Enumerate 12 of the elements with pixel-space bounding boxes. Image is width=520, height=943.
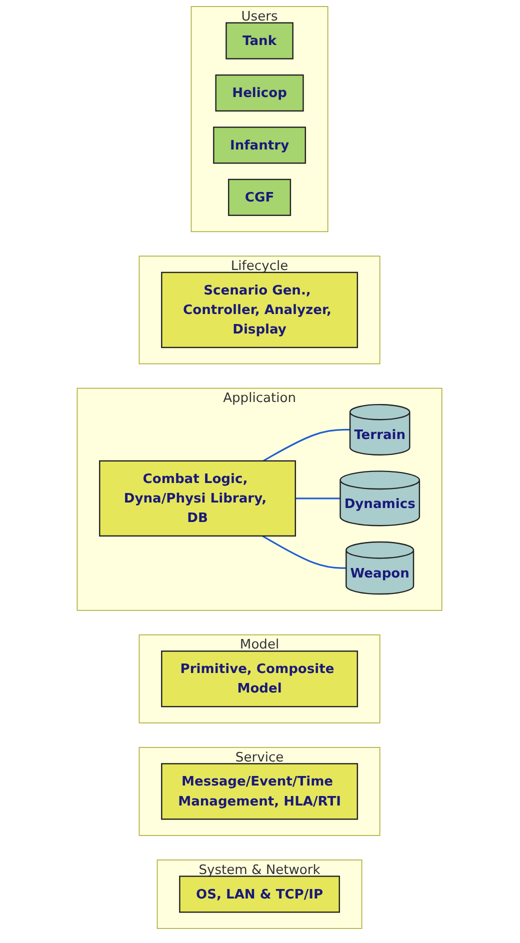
node-box: Combat Logic, Dyna/Physi Library, DB — [99, 460, 296, 537]
node-box: Infantry — [214, 126, 306, 164]
node-box: OS, LAN & TCP/IP — [180, 876, 340, 913]
node-box: Tank — [226, 22, 294, 60]
connector — [296, 498, 341, 500]
node-box: Primitive, Composite Model — [162, 650, 358, 708]
node-box: CGF — [228, 178, 292, 216]
node-box: Message/Event/Time Management, HLA/RTI — [162, 763, 358, 820]
connector — [263, 428, 350, 462]
node-box: Scenario Gen., Controller, Analyzer, Display — [162, 272, 358, 348]
node-box: Helicop — [216, 74, 304, 112]
connector — [262, 535, 347, 569]
